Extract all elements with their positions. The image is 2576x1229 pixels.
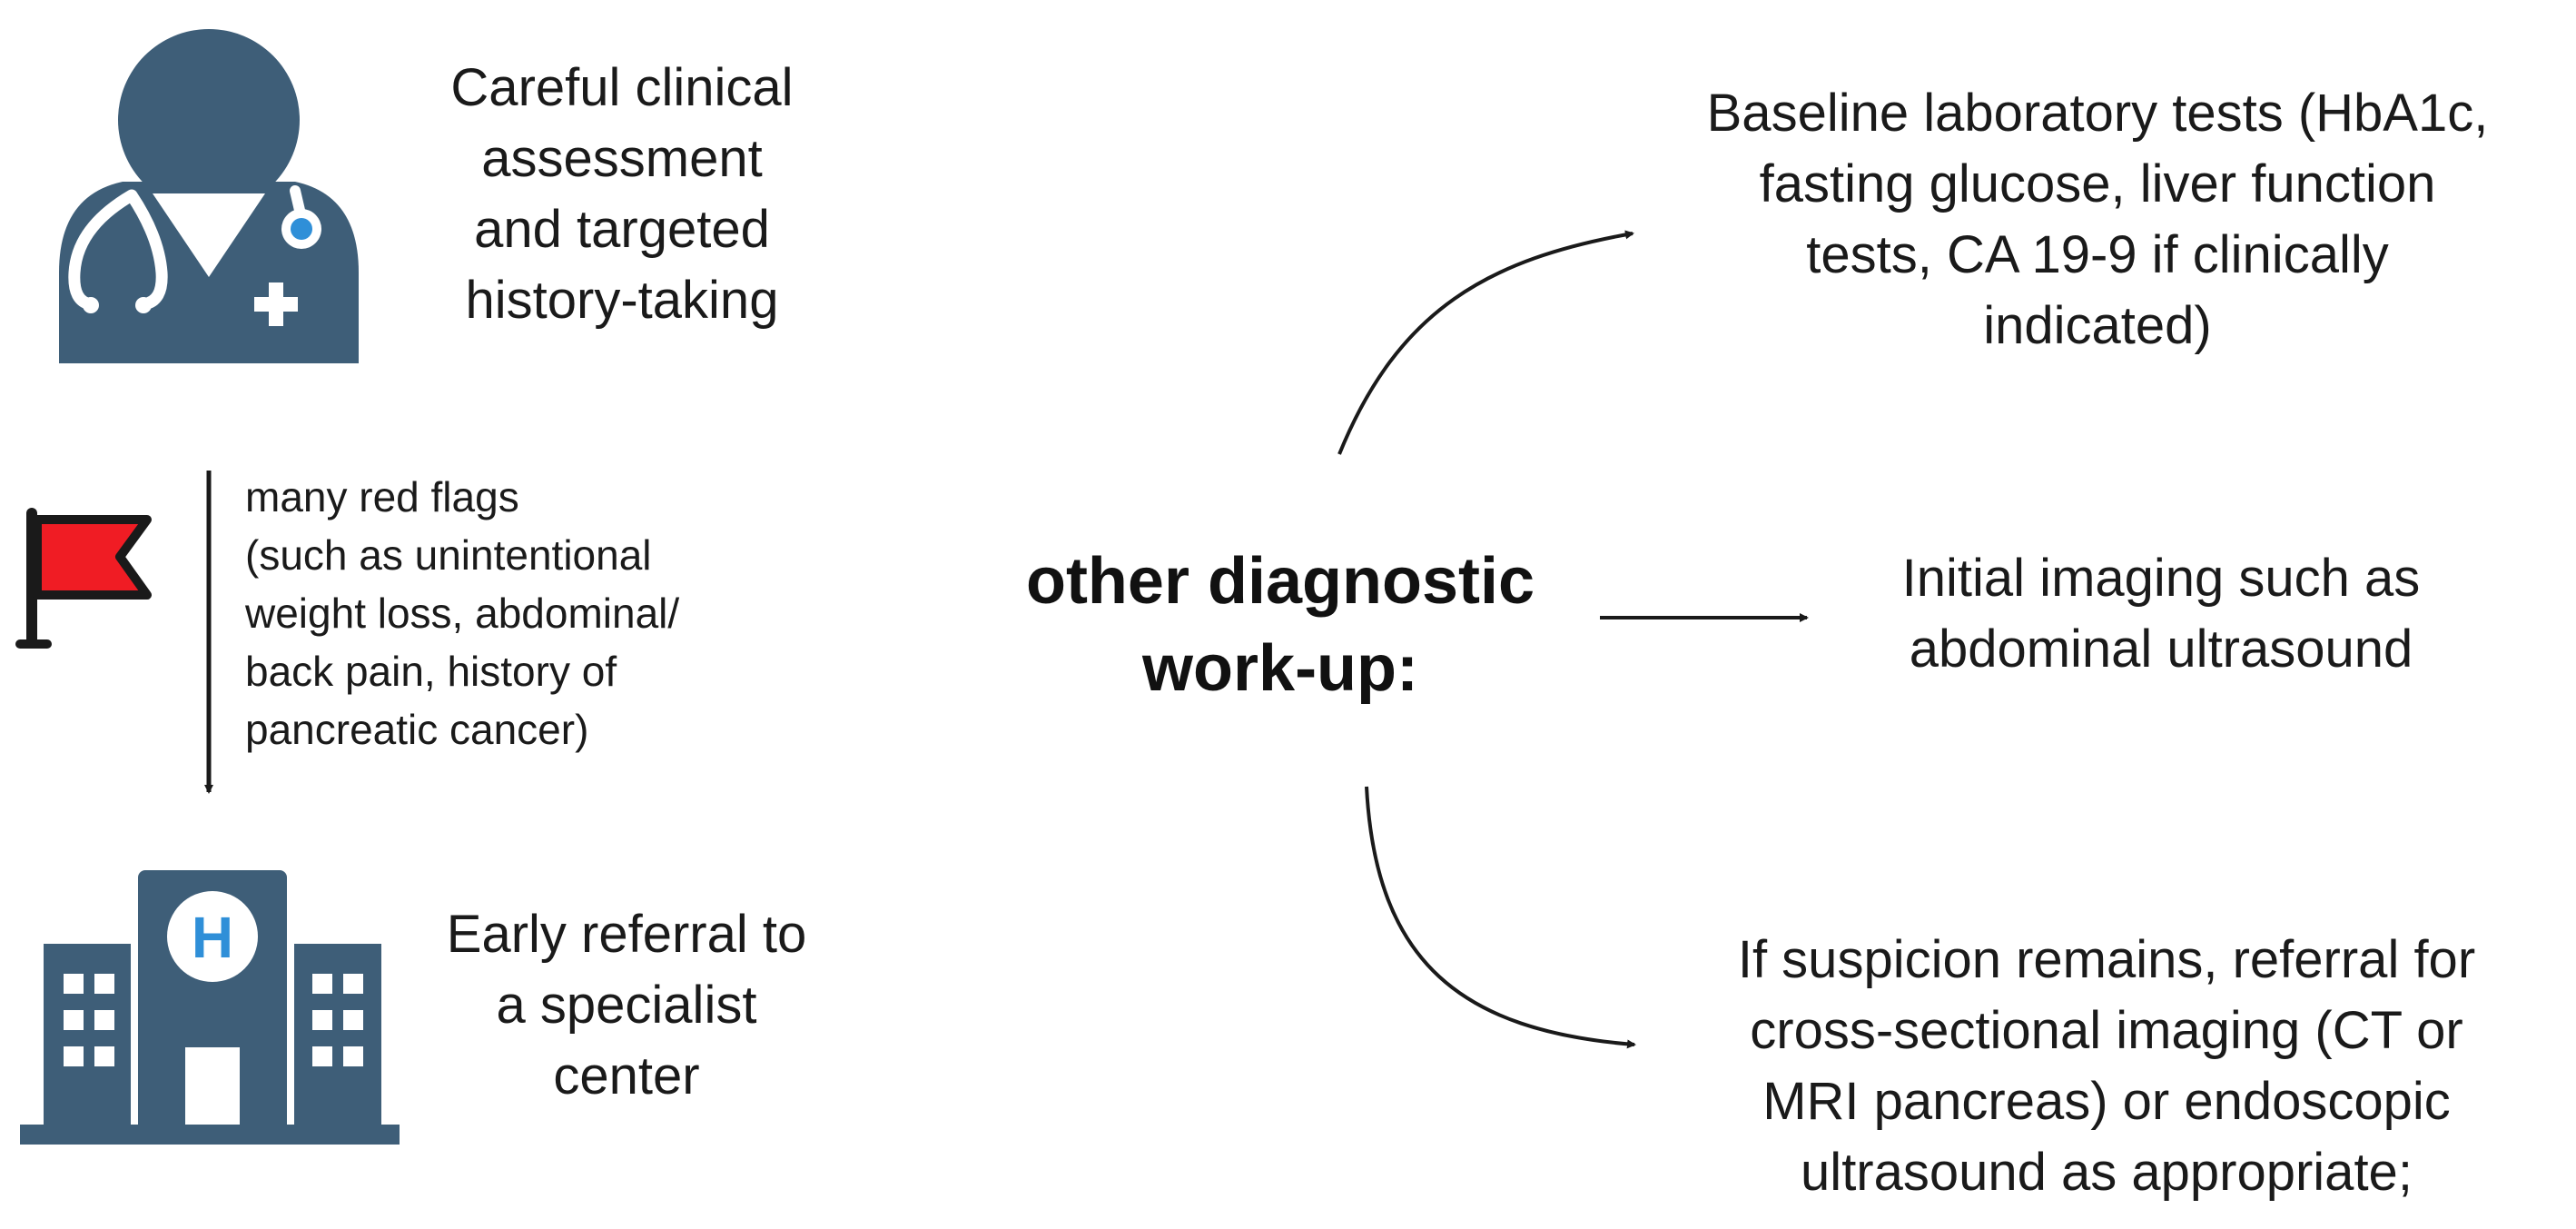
medical-cross-horizontal (254, 297, 298, 312)
clinical-assessment-line: Careful clinical (450, 58, 794, 117)
hospital-left-windows (64, 974, 114, 1066)
hospital-door (185, 1047, 240, 1125)
red-flags-text: many red flags (such as unintentional we… (245, 468, 790, 758)
flag-cloth (33, 515, 152, 600)
red-flags-line: back pain, history of (245, 648, 617, 695)
red-flag-icon (15, 508, 152, 649)
stethoscope-earpiece-right (135, 297, 152, 313)
lab-tests-line: tests, CA 19-9 if clinically (1806, 225, 2389, 284)
diagnostic-workup-line: work-up: (1142, 632, 1418, 705)
hospital-ground (20, 1125, 400, 1145)
clinical-assessment-line: assessment (481, 129, 763, 188)
diagnostic-workup-heading: other diagnostic work-up: (981, 538, 1580, 712)
initial-imaging-line: Initial imaging such as (1901, 549, 2421, 608)
clinical-assessment-line: and targeted (474, 200, 770, 259)
stethoscope-chestpiece-center (291, 218, 312, 240)
doctor-icon (59, 29, 359, 363)
red-flags-line: (such as unintentional (245, 531, 652, 579)
early-referral-line: a specialist (496, 976, 757, 1035)
red-flags-line: weight loss, abdominal/ (245, 590, 680, 637)
hospital-sign-circle (167, 891, 258, 982)
hospital-right-windows (312, 974, 363, 1066)
early-referral-text: Early referral to a specialist center (400, 899, 854, 1112)
lab-tests-line: indicated) (1983, 296, 2212, 355)
stethoscope-tube (68, 189, 168, 311)
initial-imaging-text: Initial imaging such as abdominal ultras… (1825, 543, 2497, 685)
stethoscope-earpiece (83, 297, 99, 313)
cross-sectional-line: ultrasound as appropriate; (1801, 1143, 2413, 1202)
hospital-icon: H (20, 870, 400, 1145)
doctor-collar (153, 193, 265, 277)
hospital-sign-letter: H (192, 905, 233, 970)
arrow-to-lab-tests (1337, 230, 1634, 455)
cross-sectional-line: If suspicion remains, referral for (1737, 930, 2476, 989)
lab-tests-line: fasting glucose, liver function (1759, 154, 2436, 213)
cross-sectional-line: cross-sectional imaging (CT or (1750, 1001, 2463, 1060)
clinical-assessment-text: Careful clinical assessment and targeted… (400, 53, 844, 336)
hospital-right-wing (294, 944, 381, 1135)
red-flags-line: pancreatic cancer) (245, 706, 589, 753)
cross-sectional-imaging-text: If suspicion remains, referral for cross… (1653, 925, 2561, 1208)
arrow-to-cross-sectional (1365, 786, 1636, 1049)
diagnostic-workup-line: other diagnostic (1025, 545, 1535, 618)
lab-tests-text: Baseline laboratory tests (HbA1c, fastin… (1643, 78, 2551, 362)
clinical-assessment-line: history-taking (465, 271, 779, 330)
cross-sectional-line: MRI pancreas) or endoscopic (1762, 1072, 2451, 1131)
early-referral-line: center (553, 1046, 700, 1105)
red-flags-line: many red flags (245, 473, 519, 520)
initial-imaging-line: abdominal ultrasound (1909, 619, 2413, 679)
lab-tests-line: Baseline laboratory tests (HbA1c, (1706, 84, 2489, 143)
early-referral-line: Early referral to (446, 905, 807, 964)
doctor-head (118, 29, 300, 211)
hospital-left-wing (44, 944, 131, 1135)
